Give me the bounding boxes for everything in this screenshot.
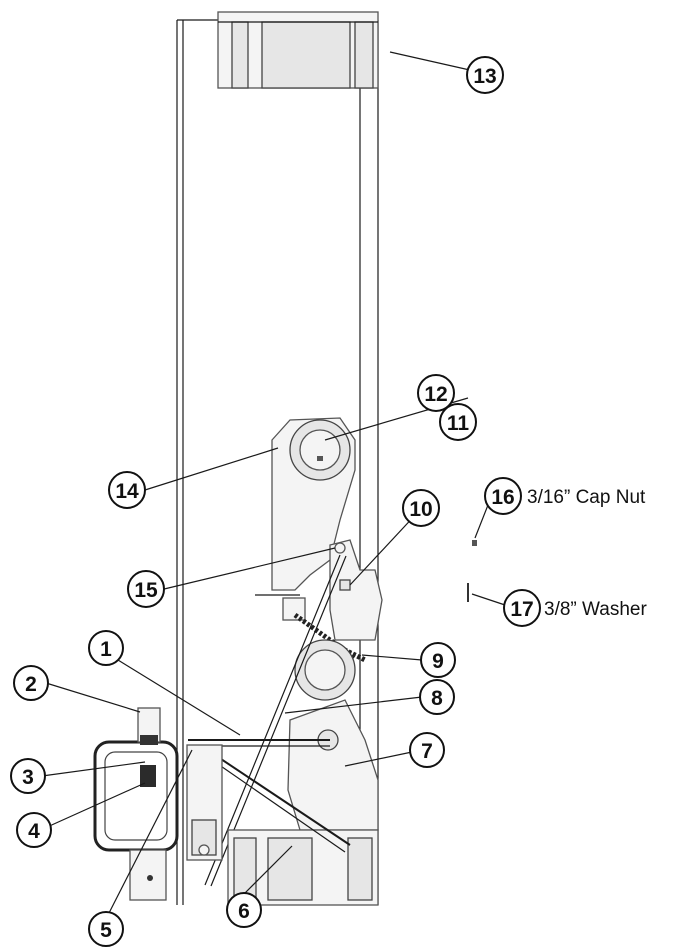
- bracket: [186, 744, 223, 861]
- callout-7-label: 7: [421, 740, 433, 763]
- callout-6-label: 6: [238, 900, 250, 923]
- leader-2: [45, 682, 141, 713]
- leader-1: [117, 659, 241, 736]
- leader-9: [361, 654, 423, 661]
- callout-11: 11: [439, 403, 477, 441]
- callout-8: 8: [419, 679, 455, 715]
- cap-nut-small: [472, 540, 477, 546]
- callout-3: 3: [10, 758, 46, 794]
- top-block: [217, 11, 379, 89]
- callout-1: 1: [88, 630, 124, 666]
- callout-7: 7: [409, 732, 445, 768]
- leader-7: [344, 751, 413, 767]
- pivot-arm: [271, 417, 356, 591]
- strut: [214, 754, 351, 853]
- callout-2-label: 2: [25, 673, 37, 696]
- leader-6: [244, 845, 293, 894]
- lower-pulley: [294, 639, 356, 701]
- washer-label: 3/8” Washer: [544, 599, 647, 620]
- leader-3: [41, 761, 146, 777]
- callout-15-label: 15: [134, 579, 158, 602]
- callout-5: 5: [88, 911, 124, 947]
- leader-4: [44, 782, 146, 829]
- callout-13: 13: [466, 56, 504, 94]
- leader-10: [349, 511, 419, 586]
- callout-3-label: 3: [22, 766, 34, 789]
- callout-12: 12: [417, 374, 455, 412]
- callout-14-label: 14: [115, 480, 139, 503]
- callout-4: 4: [16, 812, 52, 848]
- leader-17: [471, 593, 506, 606]
- callout-9-label: 9: [432, 650, 444, 673]
- leader-5: [107, 749, 193, 916]
- callout-16: 16: [484, 477, 522, 515]
- leader-15: [159, 547, 336, 591]
- callout-9: 9: [420, 642, 456, 678]
- handle-assembly: [93, 707, 179, 901]
- callout-11-label: 11: [447, 412, 470, 435]
- callout-1-label: 1: [100, 638, 112, 661]
- callout-4-label: 4: [28, 820, 40, 843]
- callout-10: 10: [402, 489, 440, 527]
- callout-15: 15: [127, 570, 165, 608]
- leader-14: [144, 447, 279, 491]
- callout-17: 17: [503, 589, 541, 627]
- callout-5-label: 5: [100, 919, 112, 942]
- callout-12-label: 12: [424, 383, 447, 406]
- lower-arm: [287, 699, 379, 831]
- callout-14: 14: [108, 471, 146, 509]
- cap-nut-label: 3/16” Cap Nut: [527, 487, 646, 508]
- latch-plate: [255, 539, 383, 641]
- callout-13-label: 13: [473, 65, 496, 88]
- leader-8: [284, 696, 423, 714]
- callout-17-label: 17: [510, 598, 533, 621]
- callouts: 1 2 3 4 5 6 7 8: [10, 56, 541, 947]
- callout-2: 2: [13, 665, 49, 701]
- callout-10-label: 10: [409, 498, 432, 521]
- leader-16: [474, 504, 489, 539]
- callout-16-label: 16: [491, 486, 514, 509]
- callout-8-label: 8: [431, 687, 443, 710]
- callout-6: 6: [226, 892, 262, 928]
